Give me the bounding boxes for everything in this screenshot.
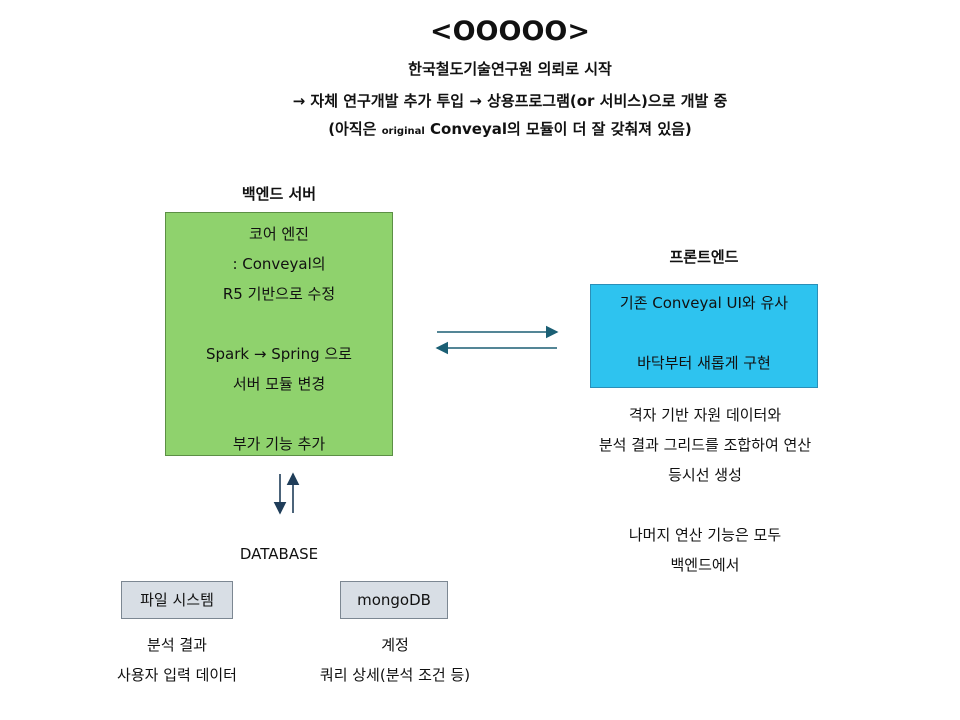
subtitle-line-3-prefix: (아직은 [328,120,382,138]
backend-line: Spark → Spring 으로 [206,345,352,363]
frontend-note-line: 등시선 생성 [668,466,742,484]
backend-line: : Conveyal의 [232,255,326,273]
database-heading: DATABASE [239,545,319,563]
subtitle-line-3-small: original [381,126,425,137]
file-system-box: 파일 시스템 [121,581,233,619]
frontend-note-line: 백엔드에서 [670,556,740,574]
mongodb-note-line: 쿼리 상세(분석 조건 등) [319,666,471,684]
subtitle-line-1: 한국철도기술연구원 의뢰로 시작 [408,60,612,78]
frontend-line: 기존 Conveyal UI와 유사 [619,294,789,312]
frontend-box: 기존 Conveyal UI와 유사 바닥부터 새롭게 구현 [590,284,818,388]
file-system-note-line: 사용자 입력 데이터 [117,666,237,684]
subtitle-line-2: → 자체 연구개발 추가 투입 → 상용프로그램(or 서비스)으로 개발 중 [292,92,728,110]
mongodb-box: mongoDB [340,581,448,619]
backend-line: 부가 기능 추가 [232,435,326,453]
frontend-note-line: 나머지 연산 기능은 모두 [628,526,782,544]
backend-line: R5 기반으로 수정 [222,285,336,303]
backend-line: 코어 엔진 [249,225,309,243]
backend-server-box: 코어 엔진 : Conveyal의 R5 기반으로 수정 Spark → Sprin… [165,212,393,456]
file-system-note-line: 분석 결과 [147,636,207,654]
subtitle-line-3: (아직은 original Conveyal의 모듈이 더 잘 갖춰져 있음) [0,118,960,139]
frontend-box-text: 기존 Conveyal UI와 유사 바닥부터 새롭게 구현 [591,285,817,378]
frontend-line: 바닥부터 새롭게 구현 [637,354,771,372]
diagram-title: <OOOOO> [429,16,590,47]
frontend-note-line: 분석 결과 그리드를 조합하여 연산 [598,436,812,454]
mongodb-note-line: 계정 [381,636,409,654]
backend-box-text: 코어 엔진 : Conveyal의 R5 기반으로 수정 Spark → Sprin… [166,213,392,459]
subtitle-line-3-suffix: Conveyal의 모듈이 더 잘 갖춰져 있음) [424,120,692,138]
frontend-note-line: 격자 기반 자원 데이터와 [628,406,782,424]
backend-line: 서버 모듈 변경 [232,375,326,393]
backend-heading: 백엔드 서버 [241,185,317,203]
frontend-heading: 프론트엔드 [669,248,739,266]
